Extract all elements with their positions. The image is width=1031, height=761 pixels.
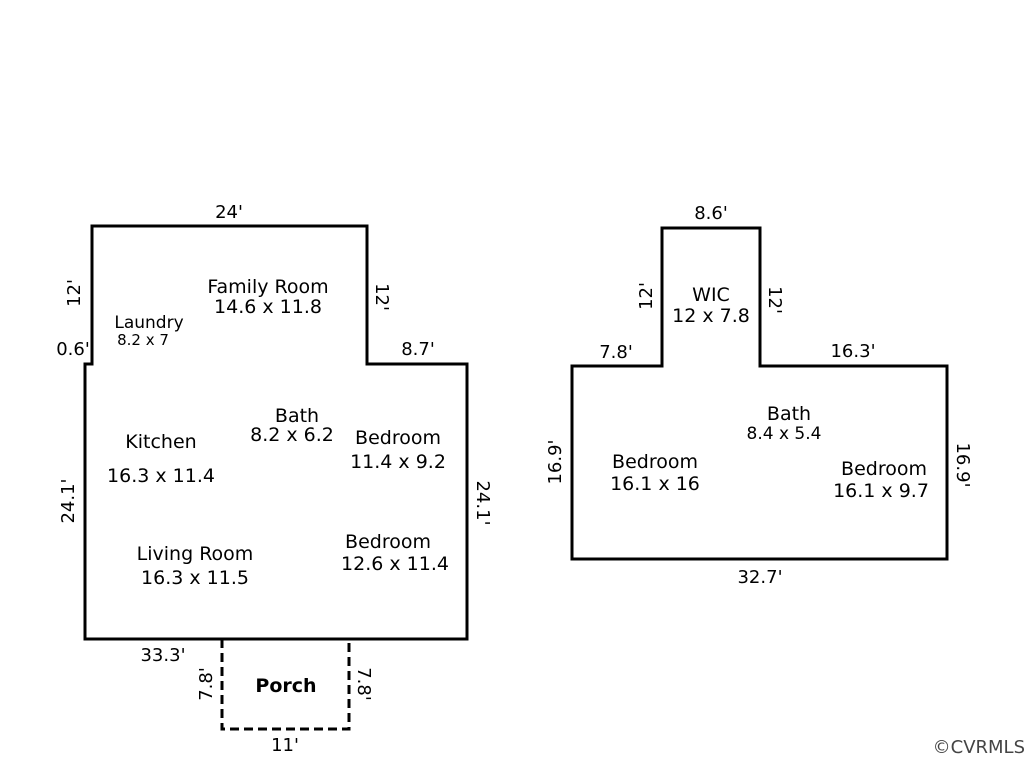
dim-left-first-floor: 24.1': [58, 478, 79, 523]
room-family-room-name: Family Room: [207, 276, 328, 298]
room-bath-2-name: Bath: [767, 403, 811, 425]
dim-right-second-floor: 16.9': [952, 442, 973, 487]
room-living-room-name: Living Room: [137, 543, 254, 565]
room-bedroom-1-name: Bedroom: [355, 427, 441, 449]
room-kitchen-size: 16.3 x 11.4: [107, 465, 215, 487]
dim-step-left-first-floor: 0.6': [56, 339, 90, 360]
porch-outline: [220, 639, 351, 731]
room-porch-name: Porch: [255, 675, 316, 697]
dim-left-second-floor: 16.9': [545, 439, 566, 484]
dim-step-right-second-floor: 16.3': [830, 341, 875, 362]
dim-porch-left: 7.8': [196, 667, 217, 701]
dim-upper-right-first-floor: 12': [371, 283, 392, 311]
room-family-room-size: 14.6 x 11.8: [214, 296, 322, 318]
dim-upper-left-first-floor: 12': [64, 279, 85, 307]
room-bedroom-1-size: 11.4 x 9.2: [350, 451, 446, 473]
room-wic-name: WIC: [692, 284, 730, 306]
dim-bottom-first-floor: 33.3': [140, 645, 185, 666]
dim-step-left-second-floor: 7.8': [599, 342, 633, 363]
first-floor-outline: [83, 224, 469, 641]
room-wic-size: 12 x 7.8: [672, 305, 750, 327]
room-bath-size: 8.2 x 6.2: [250, 424, 334, 446]
room-living-room-size: 16.3 x 11.5: [141, 567, 249, 589]
dim-right-first-floor: 24.1': [472, 480, 493, 525]
dim-wic-left: 12': [636, 282, 657, 310]
room-bath-2-size: 8.4 x 5.4: [747, 424, 822, 444]
room-bath-name: Bath: [275, 405, 319, 427]
dim-top-first-floor: 24': [215, 202, 243, 223]
room-laundry-name: Laundry: [114, 313, 183, 333]
room-bedroom-3-size: 16.1 x 16: [610, 473, 700, 495]
room-bedroom-4-size: 16.1 x 9.7: [833, 480, 929, 502]
room-bedroom-2-name: Bedroom: [345, 531, 431, 553]
dim-wic-right: 12': [764, 286, 785, 314]
room-laundry-size: 8.2 x 7: [117, 331, 169, 349]
room-kitchen-name: Kitchen: [125, 431, 196, 453]
room-bedroom-4-name: Bedroom: [841, 458, 927, 480]
dim-top-second-floor: 8.6': [694, 203, 728, 224]
dim-step-right-first-floor: 8.7': [401, 339, 435, 360]
room-bedroom-3-name: Bedroom: [612, 451, 698, 473]
room-bedroom-2-size: 12.6 x 11.4: [341, 553, 449, 575]
second-floor-outline: [570, 226, 949, 561]
dim-porch-bottom: 11': [271, 735, 299, 756]
dim-porch-right: 7.8': [353, 667, 374, 701]
watermark-text: ©CVRMLS: [933, 737, 1025, 758]
dim-bottom-second-floor: 32.7': [737, 567, 782, 588]
